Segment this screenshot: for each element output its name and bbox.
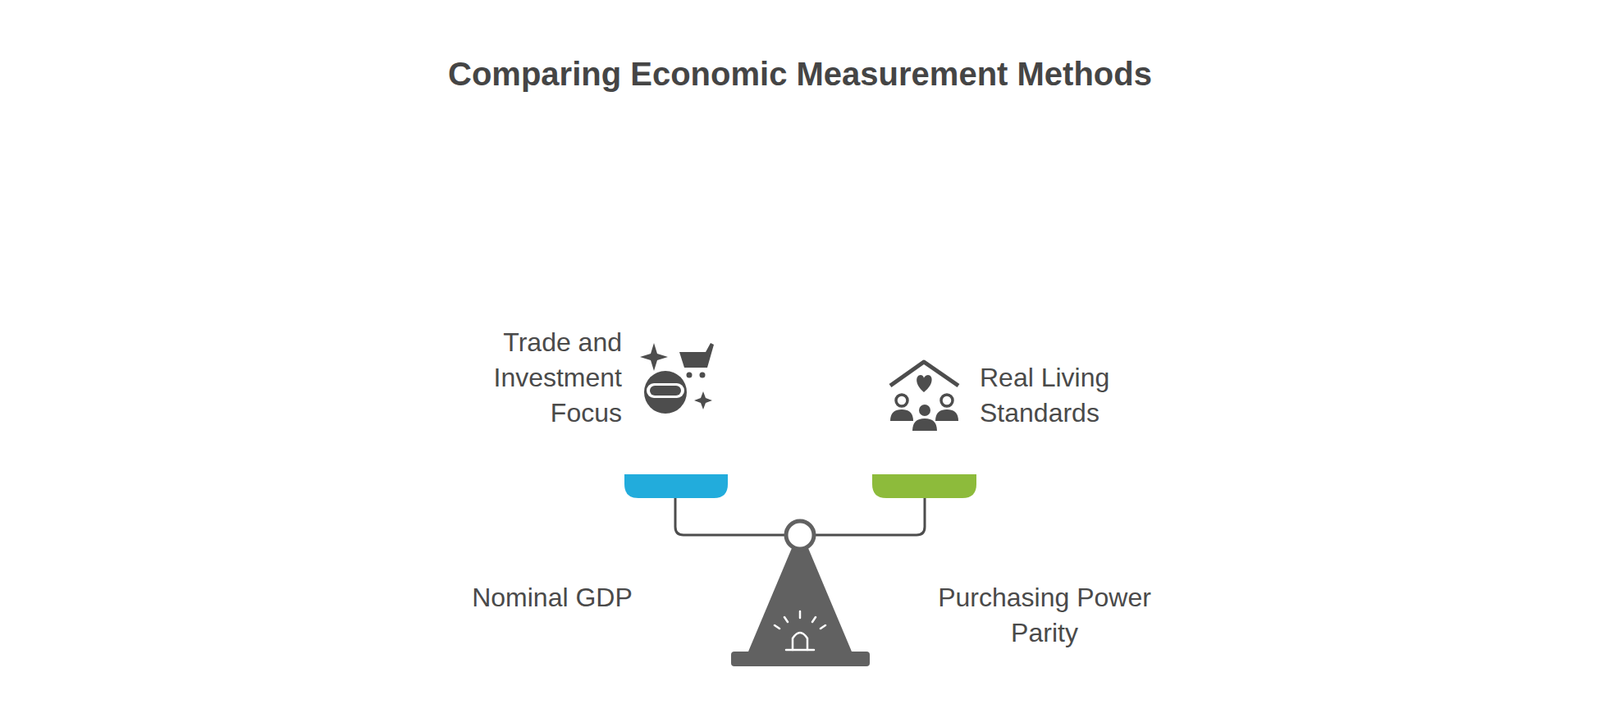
method-label: Nominal GDP xyxy=(445,580,659,616)
lamp-symbol xyxy=(774,611,826,650)
right-pan xyxy=(872,474,977,499)
cart-wheel xyxy=(699,372,706,379)
sparkle xyxy=(694,391,713,410)
headset-globe xyxy=(644,370,687,414)
left-pan xyxy=(624,474,728,499)
cart-wheel xyxy=(686,372,693,379)
sparkle xyxy=(640,342,668,371)
person-body xyxy=(935,409,959,421)
lamp-body xyxy=(792,632,808,650)
cart xyxy=(679,342,714,368)
child-body xyxy=(912,418,938,431)
lamp-rays xyxy=(774,611,826,629)
pan-label: Trade and Investment Focus xyxy=(457,324,622,431)
pivot xyxy=(786,521,814,549)
home-icon xyxy=(890,361,959,431)
person-head xyxy=(941,394,953,407)
child-head xyxy=(918,404,931,416)
method-label: Purchasing Power Parity xyxy=(909,580,1180,651)
person-head xyxy=(896,394,908,407)
trade-icon xyxy=(640,342,714,414)
headset-lens xyxy=(649,385,682,396)
heart xyxy=(916,374,932,393)
person-body xyxy=(890,409,914,421)
diagram-title: Comparing Economic Measurement Methods xyxy=(448,55,1152,93)
lamp-base xyxy=(786,649,814,652)
scale-stand xyxy=(748,548,852,652)
pan-label: Real Living Standards xyxy=(979,360,1152,431)
headset-visor xyxy=(646,383,685,398)
scale-base xyxy=(731,651,870,667)
